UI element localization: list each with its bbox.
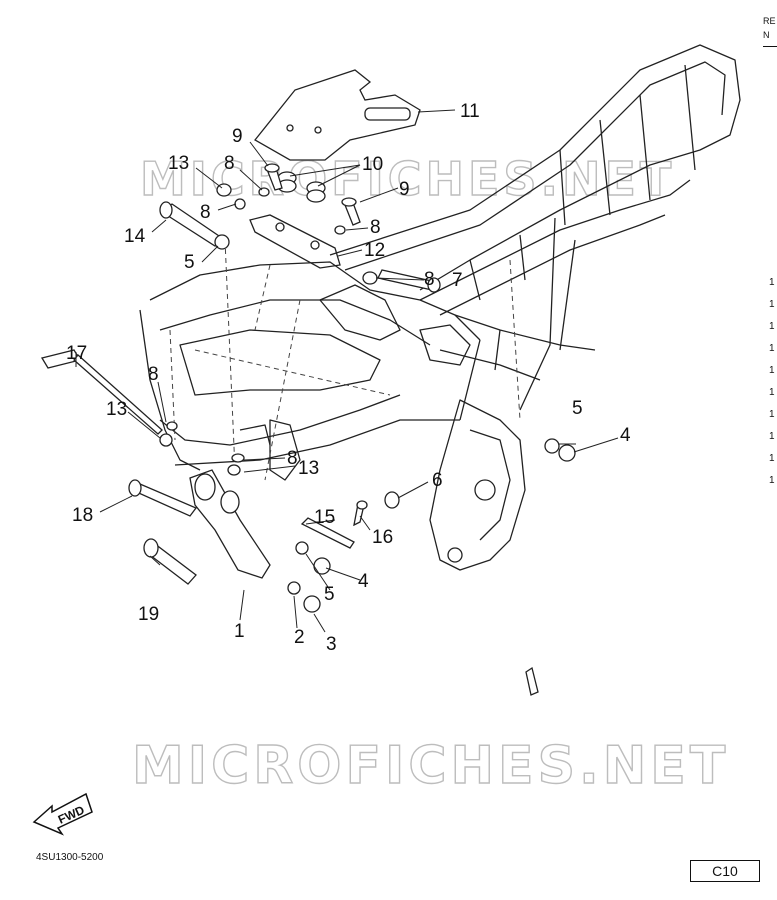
fasteners	[40, 163, 576, 696]
ref-item: 1	[769, 387, 775, 398]
callout-6: 6	[432, 470, 443, 491]
hidden-lines	[169, 239, 521, 481]
callout-13-upper: 13	[168, 153, 189, 174]
callout-18: 18	[72, 505, 93, 526]
callout-8-lower-left: 8	[148, 364, 159, 385]
watermark-bottom: MICROFICHES.NET	[132, 736, 729, 796]
callout-13-center: 13	[298, 458, 319, 479]
ref-item: 1	[769, 343, 775, 354]
rubber-dampers	[277, 171, 326, 203]
main-frame	[139, 44, 741, 571]
callout-3: 3	[326, 634, 337, 655]
callout-9-upper: 9	[232, 126, 243, 147]
watermark-top: MICROFICHES.NET	[140, 152, 675, 206]
part-code: 4SU1300-5200	[36, 852, 104, 863]
column-rule	[763, 46, 777, 47]
reference-column: 1 1 1 1 1 1 1 1 1 1	[769, 272, 777, 492]
column-header: RE N	[763, 0, 777, 60]
ref-item: 1	[769, 475, 775, 486]
column-header-line2: N	[763, 30, 770, 40]
ref-item: 1	[769, 365, 775, 376]
callout-2: 2	[294, 627, 305, 648]
callout-4-lower: 4	[358, 571, 369, 592]
callout-8-mid: 8	[424, 269, 435, 290]
callout-8-center: 8	[287, 448, 298, 469]
callout-8-right: 8	[370, 217, 381, 238]
callout-17: 17	[66, 343, 87, 364]
callout-14: 14	[124, 226, 146, 247]
callout-5-right: 5	[572, 398, 583, 419]
callout-9-right: 9	[399, 179, 410, 200]
callout-5-lower: 5	[324, 584, 335, 605]
ref-item: 1	[769, 277, 775, 288]
callout-11: 11	[460, 101, 480, 122]
fwd-arrow-icon: FWD	[32, 792, 93, 836]
ref-item: 1	[769, 409, 775, 420]
callout-12: 12	[364, 240, 385, 261]
ref-item: 1	[769, 431, 775, 442]
ref-item: 1	[769, 453, 775, 464]
ref-item: 1	[769, 299, 775, 310]
ref-item: 1	[769, 321, 775, 332]
callout-19: 19	[138, 604, 159, 625]
leader-lines	[75, 109, 619, 633]
page-id: C10	[690, 860, 760, 882]
callout-10: 10	[362, 154, 383, 175]
callout-8-left: 8	[200, 202, 211, 223]
callout-4-right: 4	[620, 425, 631, 446]
seat-bracket-plate	[254, 69, 421, 161]
callout-1: 1	[234, 621, 245, 642]
callout-7: 7	[452, 270, 463, 291]
callout-8-upper: 8	[224, 153, 235, 174]
callout-15: 15	[314, 507, 335, 528]
column-header-line1: RE	[763, 16, 776, 26]
fwd-label: FWD	[56, 803, 87, 827]
callout-16: 16	[372, 527, 393, 548]
callout-numbers: 11 9 8 13 10 9 8 8 14 12 5 8 7 17 8 13 5…	[66, 101, 631, 655]
callout-13-left: 13	[106, 399, 127, 420]
callout-5-upper: 5	[184, 252, 195, 273]
mount-bracket	[249, 214, 341, 269]
